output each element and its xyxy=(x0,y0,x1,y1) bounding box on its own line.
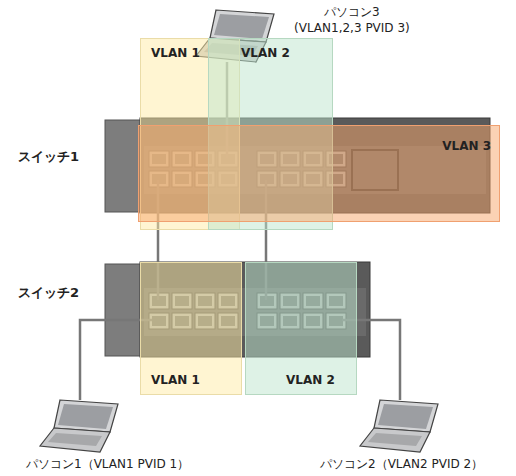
switch-label: スイッチ2 xyxy=(18,284,79,302)
label-group: VLAN 2 xyxy=(241,45,290,61)
lan-cable xyxy=(357,320,400,400)
label-group: スイッチ2 xyxy=(18,284,79,302)
vlan-region: VLAN 3 xyxy=(138,125,500,222)
laptop: パソコン1（VLAN1 PVID 1） xyxy=(40,400,120,452)
label-group: スイッチ1 xyxy=(18,148,79,166)
vlan-label: VLAN 2 xyxy=(241,45,290,61)
laptop-icon xyxy=(40,400,118,452)
lan-cable xyxy=(265,230,268,262)
laptop-icon xyxy=(360,400,438,452)
label-group: パソコン2（VLAN2 PVID 2） xyxy=(320,456,483,472)
vlan-region: VLAN 1 xyxy=(140,262,242,395)
lan-cable xyxy=(80,320,140,400)
pc-label: パソコン1（VLAN1 PVID 1） xyxy=(26,456,189,472)
label-group: VLAN 1 xyxy=(151,45,200,61)
label-group: VLAN 1 xyxy=(151,372,200,388)
switch-side xyxy=(105,264,145,356)
label-group: パソコン1（VLAN1 PVID 1） xyxy=(26,456,189,472)
laptop: パソコン2（VLAN2 PVID 2） xyxy=(360,400,440,452)
label-group: VLAN 3 xyxy=(442,138,491,154)
lan-cable xyxy=(157,230,160,262)
pc-label: (VLAN1,2,3 PVID 3) xyxy=(294,20,410,36)
vlan-region: VLAN 2 xyxy=(245,262,357,395)
pc-label: パソコン3 xyxy=(294,4,410,20)
switch-label: スイッチ1 xyxy=(18,148,79,166)
label-group: パソコン3(VLAN1,2,3 PVID 3) xyxy=(294,4,410,36)
label-group: VLAN 2 xyxy=(286,372,335,388)
pc-label: パソコン2（VLAN2 PVID 2） xyxy=(320,456,483,472)
vlan-label: VLAN 1 xyxy=(151,45,200,61)
vlan-label: VLAN 3 xyxy=(442,138,491,154)
vlan-label: VLAN 1 xyxy=(151,372,200,388)
vlan-label: VLAN 2 xyxy=(286,372,335,388)
